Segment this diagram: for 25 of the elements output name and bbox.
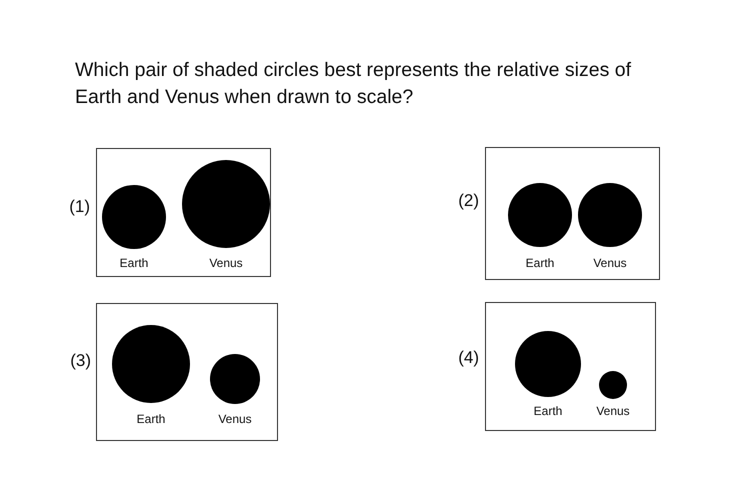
circle-caption: Venus [218,412,252,426]
option-number: (3) [70,351,91,371]
shaded-circle [508,183,572,247]
answer-panel [485,147,660,280]
circle-caption: Earth [526,256,554,270]
circle-caption: Earth [120,256,148,270]
shaded-circle [182,160,270,248]
option-number: (2) [458,191,479,211]
circle-caption: Venus [209,256,243,270]
circle-caption: Venus [593,256,627,270]
option-number: (1) [69,197,90,217]
answer-panel [485,302,656,431]
question-text: Which pair of shaded circles best represents the relative sizes of Earth and Venus when drawn to scale? [75,58,632,110]
shaded-circle [102,185,166,249]
shaded-circle [578,183,642,247]
shaded-circle [210,354,260,404]
option-number: (4) [458,348,479,368]
shaded-circle [112,325,190,403]
circle-caption: Venus [596,404,630,418]
circle-caption: Earth [136,412,166,426]
circle-caption: Earth [534,404,562,418]
shaded-circle [515,331,581,397]
answer-panel [96,148,271,277]
shaded-circle [599,371,627,399]
answer-panel [96,303,278,441]
